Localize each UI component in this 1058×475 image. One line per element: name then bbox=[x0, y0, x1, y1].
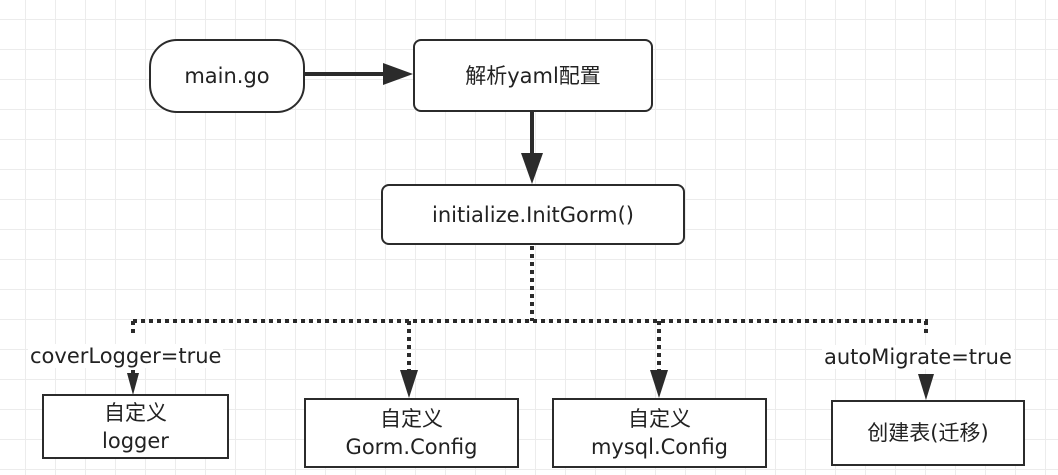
node-parse-yaml-label: 解析yaml配置 bbox=[465, 63, 601, 88]
node-custom-mysql-config[interactable]: 自定义 mysql.Config bbox=[552, 398, 767, 468]
node-custom-mysql-config-line2: mysql.Config bbox=[590, 435, 729, 459]
arrowhead-logger bbox=[127, 373, 139, 395]
node-custom-mysql-config-line1: 自定义 bbox=[628, 407, 691, 431]
node-init-gorm[interactable]: initialize.InitGorm() bbox=[381, 184, 685, 245]
node-parse-yaml[interactable]: 解析yaml配置 bbox=[413, 39, 653, 112]
node-custom-logger[interactable]: 自定义 logger bbox=[42, 394, 229, 459]
edge-label-cover-logger: coverLogger=true bbox=[28, 344, 224, 368]
node-custom-gorm-config-line1: 自定义 bbox=[380, 407, 443, 431]
node-custom-logger-line1: 自定义 bbox=[104, 400, 167, 425]
node-create-table-migrate-label: 创建表(迁移) bbox=[867, 421, 989, 445]
node-create-table-migrate[interactable]: 创建表(迁移) bbox=[831, 400, 1025, 466]
node-init-gorm-label: initialize.InitGorm() bbox=[431, 202, 634, 227]
node-custom-gorm-config[interactable]: 自定义 Gorm.Config bbox=[304, 398, 519, 468]
node-custom-gorm-config-line2: Gorm.Config bbox=[345, 435, 478, 459]
arrowhead-gorm-config bbox=[400, 370, 418, 398]
node-custom-logger-line2: logger bbox=[102, 428, 169, 453]
arrowhead-migrate bbox=[918, 374, 934, 400]
node-main-go-label: main.go bbox=[184, 64, 270, 88]
edge-label-auto-migrate: autoMigrate=true bbox=[822, 345, 1014, 369]
arrowhead-main-to-parse bbox=[383, 63, 413, 85]
node-main-go[interactable]: main.go bbox=[149, 39, 305, 113]
arrowhead-parse-to-init bbox=[521, 153, 543, 184]
arrowhead-mysql-config bbox=[650, 370, 668, 398]
